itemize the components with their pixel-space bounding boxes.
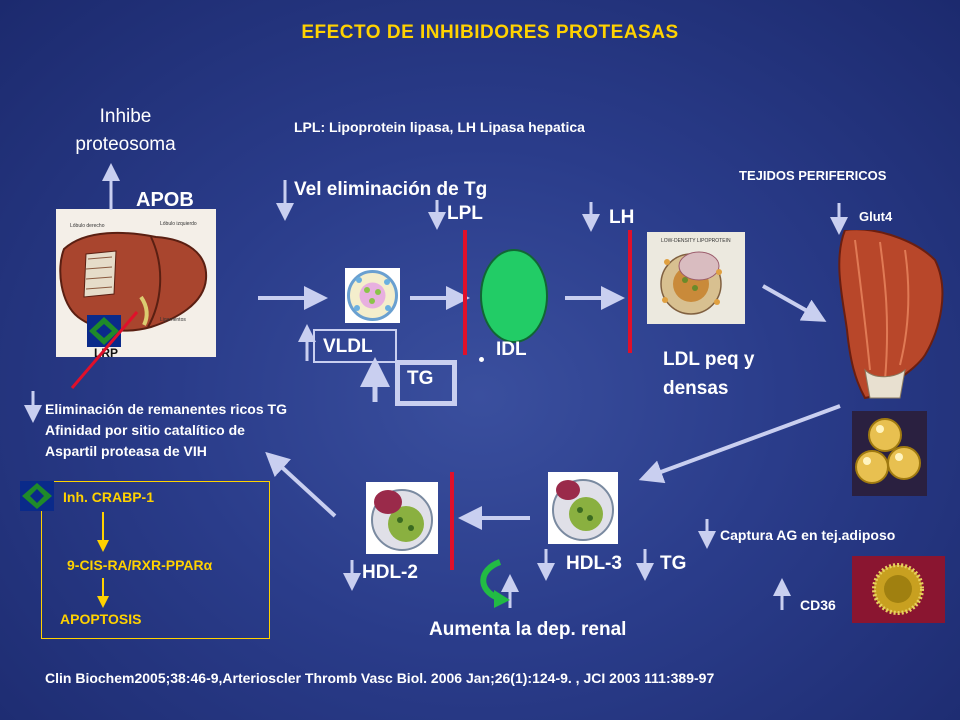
liver-label-ligament: Ligamentos [160,317,186,323]
inhibe-label: Inhibe proteosoma [58,103,193,159]
tg-box [395,360,457,406]
ldl-line-1: LDL peq y [663,349,755,370]
definition-text: LPL: Lipoprotein lipasa, LH Lipasa hepat… [294,119,585,135]
ldl-line-2: densas [663,378,729,399]
tg-hdl-label: TG [660,553,687,574]
hdl3-particle-image [548,472,618,544]
cisra-label: 9-CIS-RA/RXR-PPARα [67,557,213,573]
lh-label: LH [609,207,635,228]
liver-illustration: Lóbulo derecho Lóbulo izquierdo Ligament… [59,221,208,332]
elim-line-2: Afinidad por sitio catalítico de [45,422,245,438]
ldl-figure-title: LOW-DENSITY LIPOPROTEIN [661,238,731,244]
liver-label-right: Lóbulo derecho [70,223,105,229]
liver-label-left: Lóbulo izquierdo [160,221,197,227]
tejidos-perifericos-label: TEJIDOS PERIFERICOS [739,168,887,183]
arrow-periph-hdl3 [638,404,841,484]
crabp-label: Inh. CRABP-1 [63,489,154,505]
vel-eliminacion-label: Vel eliminación de Tg [294,179,488,200]
apoptosis-label: APOPTOSIS [60,611,142,627]
vldl-particle-image [345,268,400,323]
ldl-particle-image: LOW-DENSITY LIPOPROTEIN [647,232,745,324]
vldl-label: VLDL [323,336,373,357]
eliminacion-text: Eliminación de remanentes ricos TG Afini… [45,399,287,462]
elim-line-1: Eliminación de remanentes ricos TG [45,401,287,417]
cd36-cell-image [852,556,945,623]
apob-label: APOB [136,189,194,211]
apoptosis-box [41,481,270,639]
arrow-hdl2-elim [265,451,337,518]
slide-title: EFECTO DE INHIBIDORES PROTEASAS [301,22,679,43]
hdl2-label: HDL-2 [362,562,418,583]
cd36-label: CD36 [800,597,836,613]
ldl-peq-label: LDL peq y densas [663,345,755,403]
muscle-leg-image [825,228,955,400]
idl-label: IDL [496,339,527,360]
lrp-icon [87,315,121,347]
hdl2-particle-image [366,482,438,554]
hdl3-label: HDL-3 [566,553,622,574]
crabp-icon [20,481,54,511]
captura-label: Captura AG en tej.adiposo [720,527,896,543]
idl-dot-icon [479,357,484,362]
inhibe-line-2: proteosoma [75,134,176,155]
arrow-ldl-muscle [762,284,827,322]
aumenta-label: Aumenta la dep. renal [429,619,627,640]
tg-box-label: TG [407,368,434,389]
green-recycle-arrow [480,559,502,601]
vldl-box [313,329,397,363]
glut4-label: Glut4 [859,209,893,224]
lpl-label: LPL [447,203,483,224]
idl-particle [480,249,548,343]
adipocytes-image [852,411,927,496]
inhibe-line-1: Inhibe [99,106,152,127]
elim-line-3: Aspartil proteasa de VIH [45,443,207,459]
citation-text: Clin Biochem2005;38:46-9,Arterioscler Th… [45,670,715,686]
green-recycle-arrowhead [494,590,510,608]
lrp-inhibition-slash [70,311,139,389]
liver-image: Lóbulo derecho Lóbulo izquierdo Ligament… [56,209,216,357]
